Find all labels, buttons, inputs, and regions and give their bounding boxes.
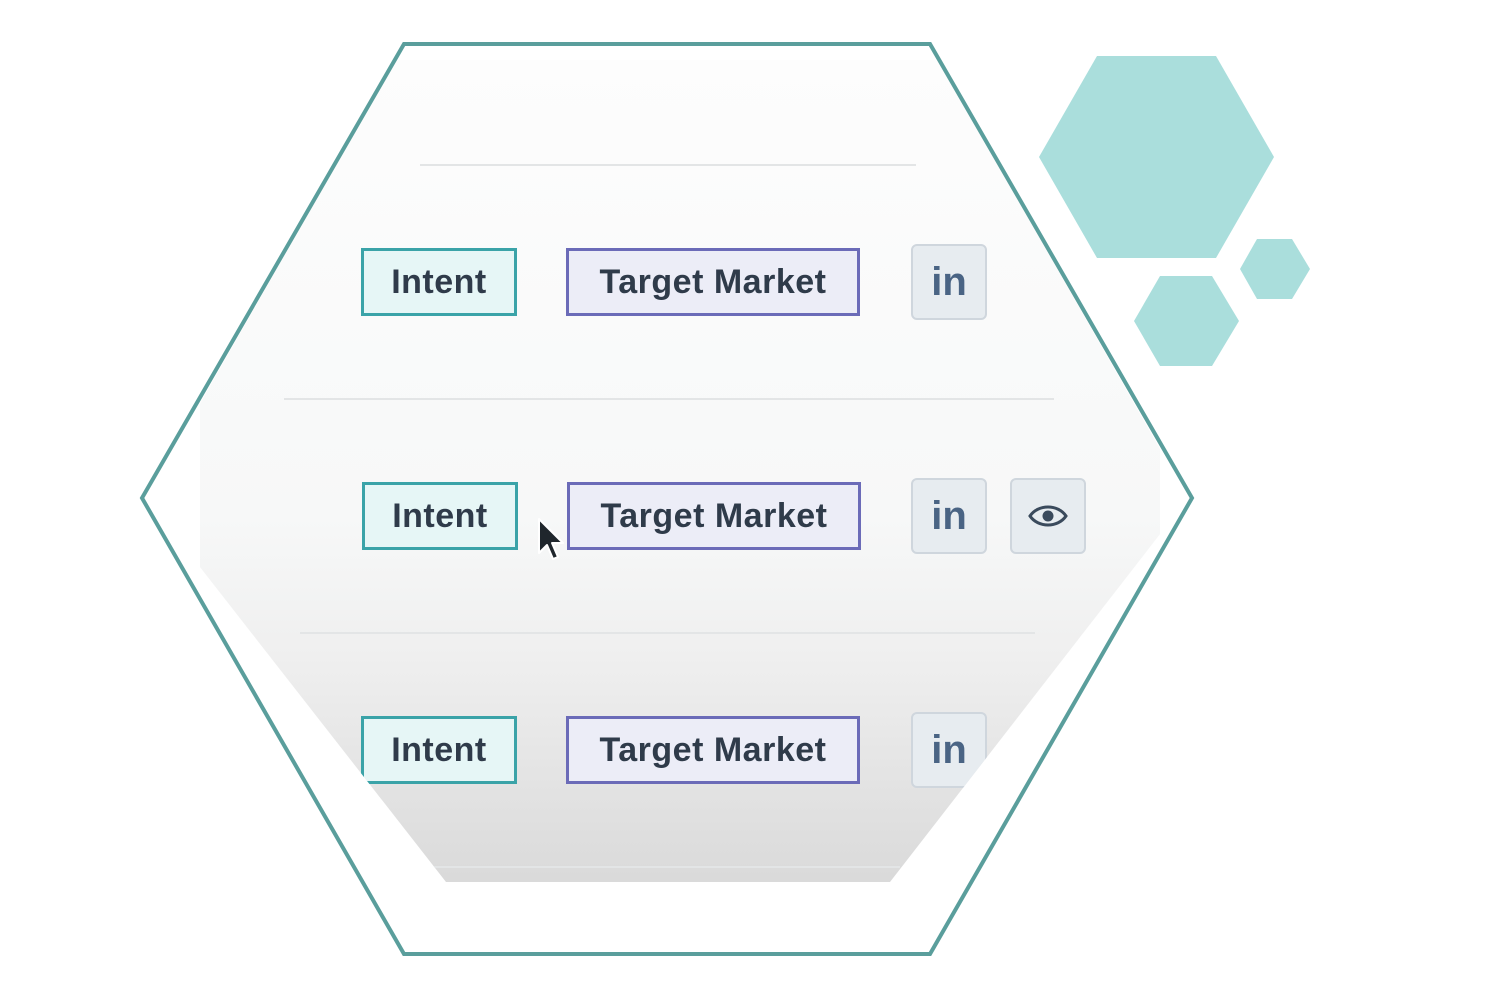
row-divider <box>284 398 1054 400</box>
target-market-tag[interactable]: Target Market <box>566 248 860 316</box>
teal-hexagon-small <box>1240 239 1310 299</box>
large-hexagon-outline <box>139 42 1195 956</box>
row-divider <box>420 164 916 166</box>
linkedin-icon: in <box>931 728 967 772</box>
linkedin-button[interactable]: in <box>911 478 987 554</box>
target-market-tag[interactable]: Target Market <box>566 716 860 784</box>
intent-tag[interactable]: Intent <box>361 248 517 316</box>
intent-tag[interactable]: Intent <box>361 716 517 784</box>
row-divider <box>300 632 1035 634</box>
teal-hexagon-large <box>1039 56 1274 258</box>
eye-icon <box>1028 505 1068 527</box>
linkedin-icon: in <box>931 494 967 538</box>
intent-tag[interactable]: Intent <box>362 482 518 550</box>
mouse-pointer-icon <box>538 518 564 560</box>
linkedin-icon: in <box>931 260 967 304</box>
target-market-tag[interactable]: Target Market <box>567 482 861 550</box>
view-button[interactable] <box>1010 478 1086 554</box>
linkedin-button[interactable]: in <box>911 244 987 320</box>
teal-hexagon-medium <box>1134 276 1239 366</box>
row-divider <box>420 866 900 868</box>
